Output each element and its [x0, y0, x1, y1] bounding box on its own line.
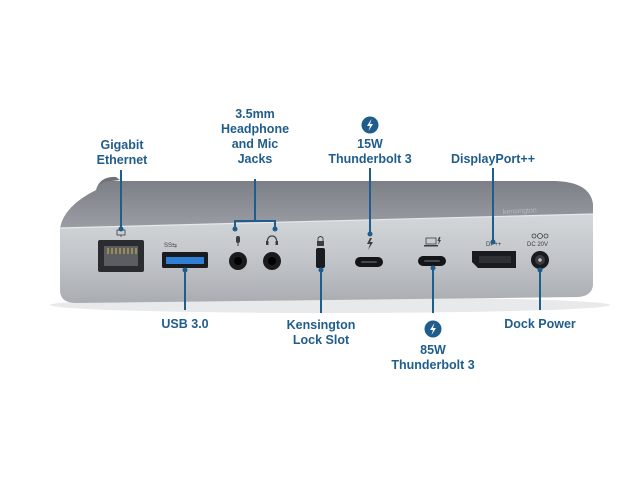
dock-top-edge	[96, 176, 120, 190]
dc-marking: DC 20V	[527, 242, 548, 248]
dock-top-surface	[60, 180, 593, 228]
leader-endpoints	[118, 226, 543, 273]
label-kensington: Kensington Lock Slot	[286, 318, 356, 347]
displayport-port	[472, 251, 516, 268]
lock-slot	[316, 248, 325, 268]
laptop-charge-icon	[424, 237, 441, 247]
dock-top-logo: kensington	[503, 207, 537, 216]
headphone-icon	[266, 235, 278, 245]
label-gigabit-ethernet: Gigabit Ethernet	[96, 138, 148, 167]
label-usb3: USB 3.0	[161, 317, 209, 331]
dock-front-face	[60, 214, 593, 303]
displayport-marking: DP++	[486, 242, 502, 248]
microphone-icon	[236, 236, 240, 246]
thunderbolt-icon	[424, 320, 442, 338]
label-tb3-15w: 15W Thunderbolt 3	[328, 137, 412, 166]
mic-jack	[229, 252, 247, 270]
thunderbolt-port-85w	[418, 256, 446, 266]
dc-power-jack	[531, 251, 549, 269]
thunderbolt-marking-icon	[367, 238, 373, 250]
leader-lines	[120, 168, 541, 313]
leader-audio	[234, 179, 276, 229]
usb-port	[162, 252, 208, 268]
ethernet-port	[98, 240, 144, 272]
dock-front-highlight	[59, 213, 594, 229]
label-displayport: DisplayPort++	[450, 152, 536, 166]
thunderbolt-port-15w	[355, 257, 383, 267]
headphone-jack	[263, 252, 281, 270]
label-dock-power: Dock Power	[504, 317, 576, 331]
label-audio-jacks: 3.5mm Headphone and Mic Jacks	[220, 107, 290, 166]
label-tb3-85w: 85W Thunderbolt 3	[391, 343, 475, 372]
dc-polarity-icon	[531, 233, 549, 239]
usb-marking: SS⇆	[164, 242, 177, 249]
lock-icon	[317, 236, 324, 246]
thunderbolt-icon	[361, 116, 379, 134]
